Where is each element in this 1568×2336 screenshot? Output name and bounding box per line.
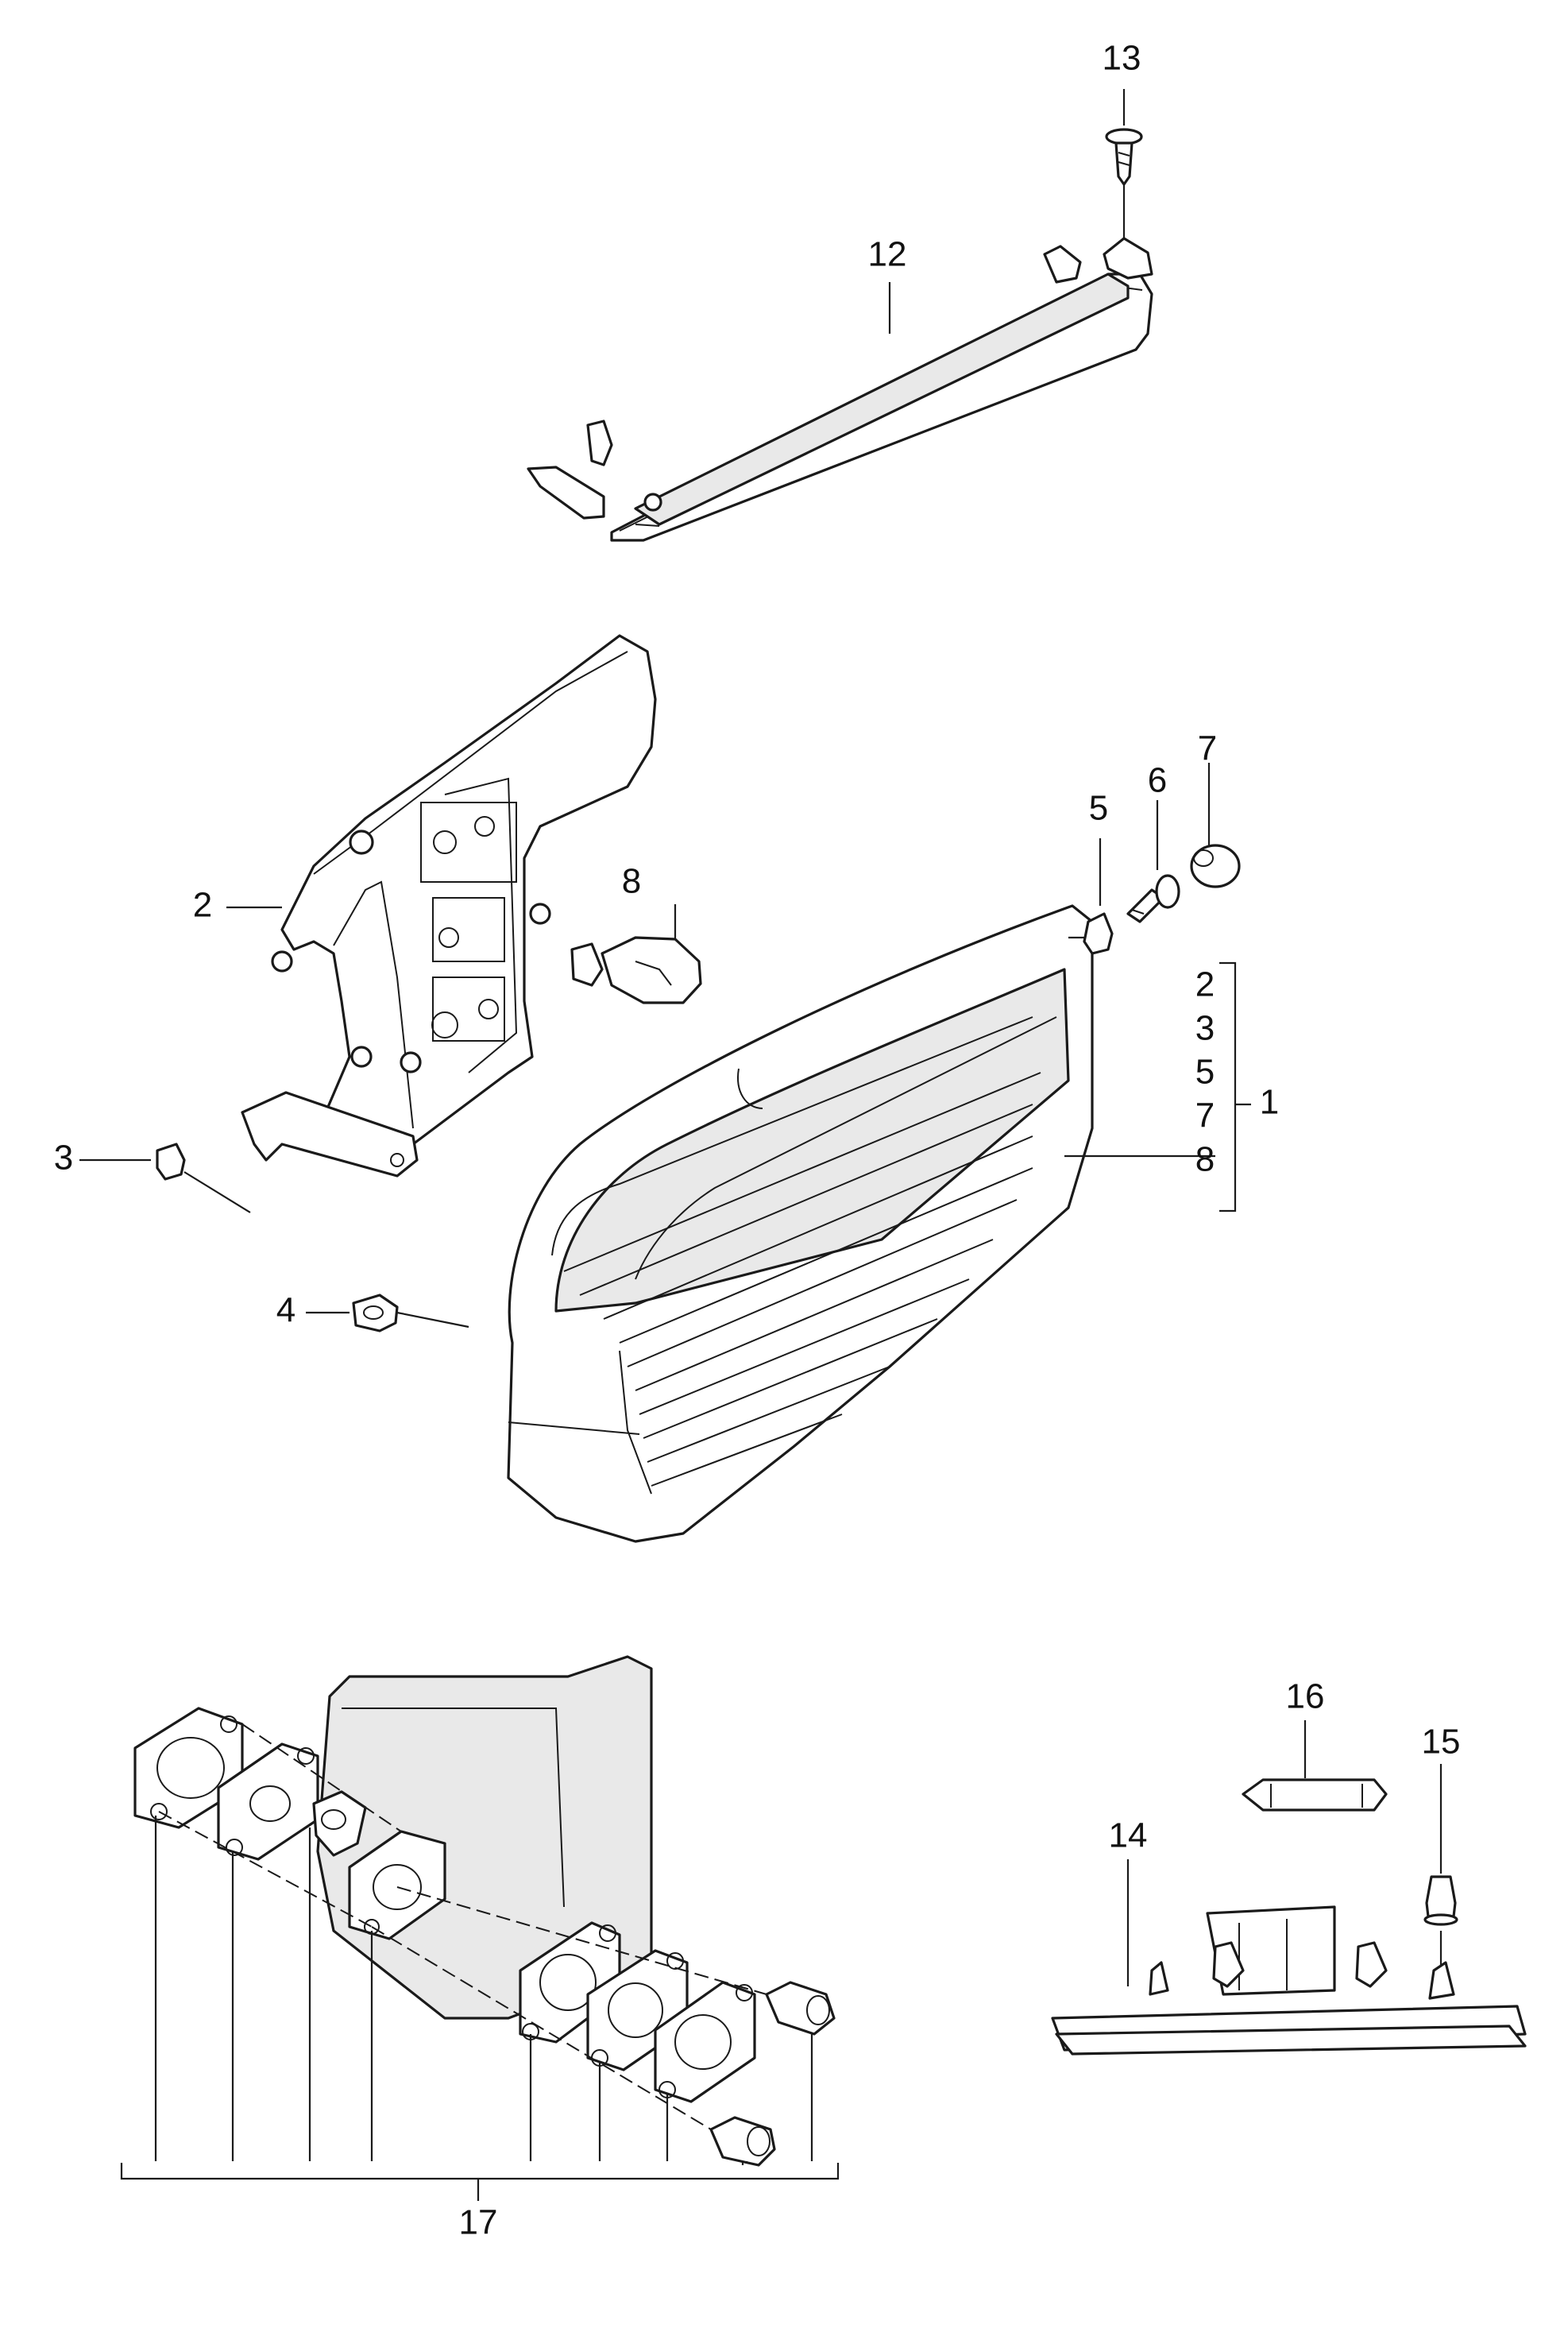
part-17-gasket-set xyxy=(120,1655,840,2201)
part-13-screw xyxy=(1105,89,1143,238)
kit-1-member-3: 3 xyxy=(1195,1009,1215,1048)
kit-1-member-8: 8 xyxy=(1195,1140,1215,1179)
kit-1-bracket xyxy=(1064,961,1251,1212)
callout-14: 14 xyxy=(1109,1816,1148,1855)
kit-1-member-7: 7 xyxy=(1195,1096,1215,1135)
part-3-clip xyxy=(79,1143,251,1213)
part-15-clip xyxy=(1423,1764,1458,1971)
callout-8: 8 xyxy=(622,862,641,901)
part-2-bulb-carrier xyxy=(226,634,657,1178)
callout-1: 1 xyxy=(1260,1083,1279,1122)
part-5-clip-nut xyxy=(1068,838,1114,955)
part-12-rail xyxy=(527,237,1153,542)
callout-16: 16 xyxy=(1286,1677,1325,1716)
callout-12: 12 xyxy=(868,235,907,274)
callout-6: 6 xyxy=(1148,761,1167,800)
callout-7: 7 xyxy=(1198,729,1217,768)
kit-1-member-5: 5 xyxy=(1195,1053,1215,1092)
callout-4: 4 xyxy=(276,1291,295,1330)
part-6-screw xyxy=(1126,800,1180,923)
callout-2: 2 xyxy=(193,886,212,925)
callout-17: 17 xyxy=(459,2203,498,2242)
callout-5: 5 xyxy=(1089,789,1108,828)
part-8-bulb xyxy=(570,904,702,1004)
callout-13: 13 xyxy=(1103,39,1141,78)
part-1-tail-light xyxy=(507,904,1094,1543)
part-14-lamp-housing xyxy=(1051,1859,1527,2056)
kit-1-member-2: 2 xyxy=(1195,965,1215,1004)
callout-15: 15 xyxy=(1422,1723,1461,1762)
part-16-festoon-bulb xyxy=(1242,1720,1388,1812)
part-4-grommet xyxy=(306,1294,469,1332)
part-7-cap xyxy=(1190,763,1241,888)
callouts: 13 12 7 6 5 2 8 2 3 5 7 8 1 3 4 16 15 14… xyxy=(54,39,1461,2242)
callout-3: 3 xyxy=(54,1139,73,1178)
